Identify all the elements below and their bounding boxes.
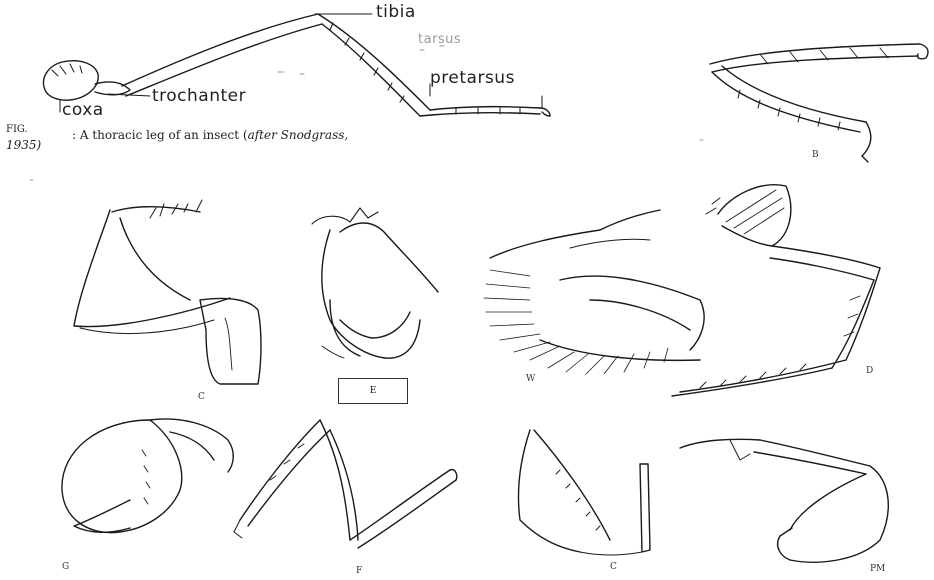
leg-d-drawing (672, 185, 880, 396)
leg-c-drawing (74, 200, 261, 384)
coxa-label: coxa (62, 100, 104, 120)
panel-letter-c: C (198, 392, 205, 402)
trochanter-label: trochanter (152, 86, 246, 106)
panel-letter-d: D (866, 366, 873, 376)
leg-g-drawing (62, 419, 233, 533)
tarsus-label: tarsus (418, 32, 461, 47)
leg-pm-drawing (680, 439, 888, 562)
leg-e-drawing (312, 208, 438, 358)
caption-after: after Snodgrass, (248, 128, 349, 142)
leg-b-drawing (710, 44, 928, 162)
leg-w-drawing (484, 210, 704, 374)
caption-year: 1935) (6, 138, 41, 152)
pretarsus-label: pretarsus (430, 68, 515, 88)
thoracic-leg-drawing (44, 14, 550, 116)
panel-letter-g: G (62, 562, 69, 572)
panel-letter-c2: C (610, 562, 617, 572)
panel-letter-pm: PM (870, 564, 885, 574)
caption-text: : A thoracic leg of an insect (after Sno… (72, 128, 348, 142)
panel-letter-f: F (356, 566, 362, 576)
leg-c2-drawing (518, 430, 650, 555)
panel-letter-b: B (812, 150, 819, 160)
panel-letter-w: W (526, 374, 535, 384)
panel-letter-e: E (370, 386, 377, 396)
panel-box-e: E (338, 378, 408, 404)
caption-main: : A thoracic leg of an insect ( (72, 128, 248, 142)
leg-f-drawing (234, 420, 457, 548)
caption-fig: FIG. (6, 124, 28, 135)
tibia-label: tibia (376, 2, 416, 22)
